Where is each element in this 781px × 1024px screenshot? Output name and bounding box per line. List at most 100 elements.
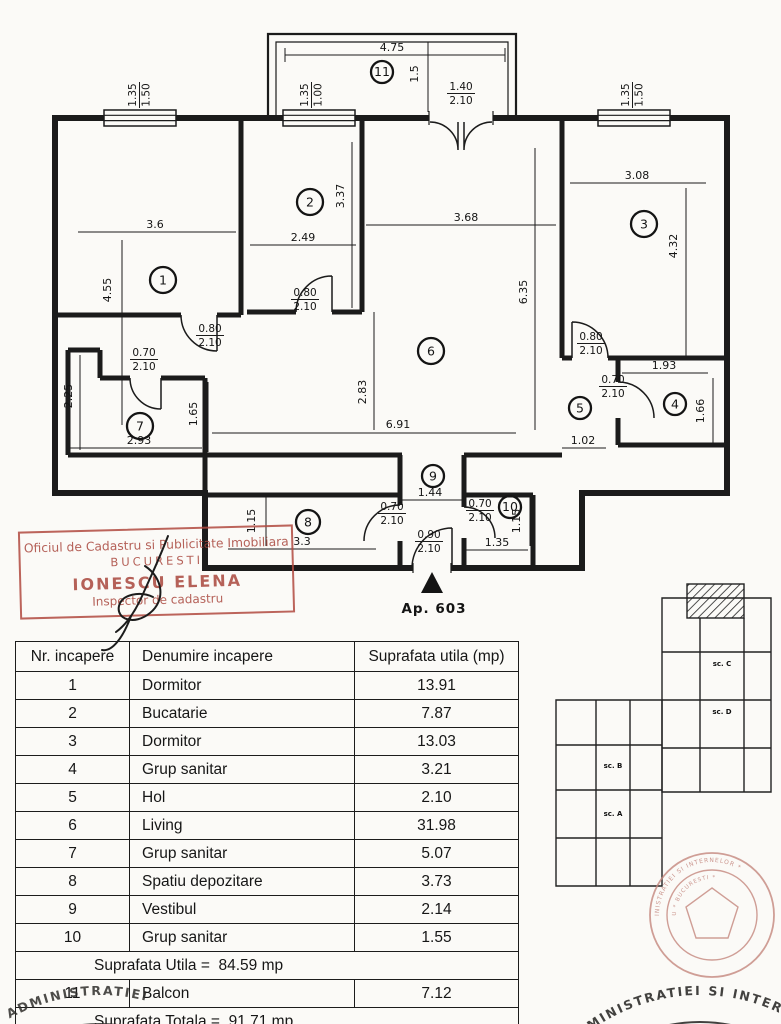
table-cell: Living bbox=[129, 811, 355, 840]
dim-living-h: 6.35 bbox=[517, 280, 530, 305]
header-row: Nr. incapere Denumire incapere Suprafata… bbox=[15, 641, 519, 672]
room-number-7: 7 bbox=[136, 418, 144, 433]
table-cell: 6 bbox=[15, 811, 130, 840]
svg-text:0.70: 0.70 bbox=[601, 374, 624, 386]
header-nr: Nr. incapere bbox=[15, 641, 130, 672]
area-table: Nr. incapere Denumire incapere Suprafata… bbox=[15, 641, 519, 1024]
table-cell: Grup sanitar bbox=[129, 839, 355, 868]
svg-text:2.10: 2.10 bbox=[579, 345, 602, 357]
label-window-left: 1.35 1.50 bbox=[127, 82, 153, 108]
room-number-5: 5 bbox=[576, 400, 584, 415]
room-number-8: 8 bbox=[304, 514, 312, 529]
opening-labels: 1.35 1.50 1.35 1.00 1.35 1.50 1.40 2.10 … bbox=[127, 81, 646, 555]
table-cell: Vestibul bbox=[129, 895, 355, 924]
table-cell: Dormitor bbox=[129, 727, 355, 756]
door-arcs bbox=[129, 121, 655, 569]
dim-living-w2: 6.91 bbox=[386, 418, 411, 431]
key-plan-label-sc-a: sc. A bbox=[604, 810, 623, 818]
table-cell: 31.98 bbox=[354, 811, 519, 840]
svg-text:1.35: 1.35 bbox=[127, 83, 139, 106]
dim-living-h2: 2.83 bbox=[356, 380, 369, 405]
header-denumire: Denumire incapere bbox=[129, 641, 355, 672]
room-number-4: 4 bbox=[671, 396, 679, 411]
subtotal-row: Suprafata Utila = 84.59 mp bbox=[15, 951, 519, 980]
dim-room7-h2: 1.65 bbox=[187, 402, 200, 427]
dim-room8-h: 1.15 bbox=[245, 509, 258, 534]
entrance-gap bbox=[413, 561, 451, 575]
table-cell: 3.73 bbox=[354, 867, 519, 896]
table-cell: 7.87 bbox=[354, 699, 519, 728]
table-cell: 8 bbox=[15, 867, 130, 896]
svg-text:2.10: 2.10 bbox=[601, 388, 624, 400]
table-cell: Hol bbox=[129, 783, 355, 812]
table-cell: 3.21 bbox=[354, 755, 519, 784]
dim-balcony-d: 1.5 bbox=[408, 65, 421, 83]
table-cell: Spatiu depozitare bbox=[129, 867, 355, 896]
balcony-wall bbox=[266, 32, 518, 116]
table-cell: 3 bbox=[15, 727, 130, 756]
svg-text:1.35: 1.35 bbox=[299, 83, 311, 106]
table-cell: 2.10 bbox=[354, 783, 519, 812]
table-cell: Grup sanitar bbox=[129, 755, 355, 784]
label-door-entrance: 0.90 2.10 bbox=[415, 529, 443, 555]
outer-wall bbox=[52, 115, 730, 571]
dimension-lines bbox=[70, 42, 714, 551]
key-plan-label-sc-b: sc. B bbox=[604, 762, 623, 770]
window-left bbox=[103, 109, 177, 127]
svg-text:0.70: 0.70 bbox=[468, 498, 491, 510]
dimension-labels: 4.75 1.5 3.6 4.55 2.49 3.37 3.68 6.35 2.… bbox=[62, 41, 707, 549]
dim-vestibul-w: 1.44 bbox=[418, 486, 443, 499]
room-number-10: 10 bbox=[502, 499, 518, 514]
interior-walls bbox=[55, 118, 727, 568]
svg-text:0.70: 0.70 bbox=[132, 347, 155, 359]
svg-text:1.35: 1.35 bbox=[620, 83, 632, 106]
room-number-9: 9 bbox=[429, 468, 437, 483]
dim-room3-h: 4.32 bbox=[667, 234, 680, 259]
room-numbers: 1 2 3 4 5 6 7 8 9 10 11 bbox=[125, 59, 688, 536]
dim-room10-h: 1.15 bbox=[510, 509, 523, 534]
balcony-name: Balcon bbox=[129, 979, 355, 1008]
svg-text:0.70: 0.70 bbox=[380, 501, 403, 513]
table-cell: 5.07 bbox=[354, 839, 519, 868]
label-door-room1: 0.80 2.10 bbox=[196, 323, 224, 349]
balcony-wall-inner bbox=[275, 41, 509, 116]
table-cell: 13.03 bbox=[354, 727, 519, 756]
table-cell: 7 bbox=[15, 839, 130, 868]
svg-text:1.40: 1.40 bbox=[449, 81, 472, 93]
dim-room1-w: 3.6 bbox=[146, 218, 164, 231]
dim-room8-w: 3.3 bbox=[293, 535, 311, 548]
dim-room4-h: 1.66 bbox=[694, 399, 707, 424]
svg-text:2.10: 2.10 bbox=[468, 512, 491, 524]
balcony-nr: 11 bbox=[15, 979, 130, 1008]
svg-text:1.00: 1.00 bbox=[313, 83, 325, 106]
svg-text:2.10: 2.10 bbox=[293, 301, 316, 313]
svg-text:0.90: 0.90 bbox=[417, 529, 440, 541]
top-door-jambs bbox=[428, 111, 494, 125]
area-table-footer: Suprafata Utila = 84.59 mp 11 Balcon 7.1… bbox=[15, 951, 519, 1024]
total-text: Suprafata Totala = 91.71 mp bbox=[15, 1007, 519, 1024]
label-window-balcony: 1.35 1.00 bbox=[299, 82, 325, 108]
key-plan-label-sc-d: sc. D bbox=[712, 708, 731, 716]
dim-living-w: 3.68 bbox=[454, 211, 479, 224]
room-number-6: 6 bbox=[427, 343, 435, 358]
room-number-11: 11 bbox=[374, 64, 390, 79]
dim-room2-w: 2.49 bbox=[291, 231, 316, 244]
svg-text:2.10: 2.10 bbox=[132, 361, 155, 373]
svg-text:0.80: 0.80 bbox=[579, 331, 602, 343]
area-table-header: Nr. incapere Denumire incapere Suprafata… bbox=[15, 641, 519, 672]
svg-text:1.50: 1.50 bbox=[634, 83, 646, 106]
table-cell: 1.55 bbox=[354, 923, 519, 952]
dim-room4-w: 1.93 bbox=[652, 359, 677, 372]
svg-text:1.50: 1.50 bbox=[141, 83, 153, 106]
dim-room2-h: 3.37 bbox=[334, 184, 347, 209]
